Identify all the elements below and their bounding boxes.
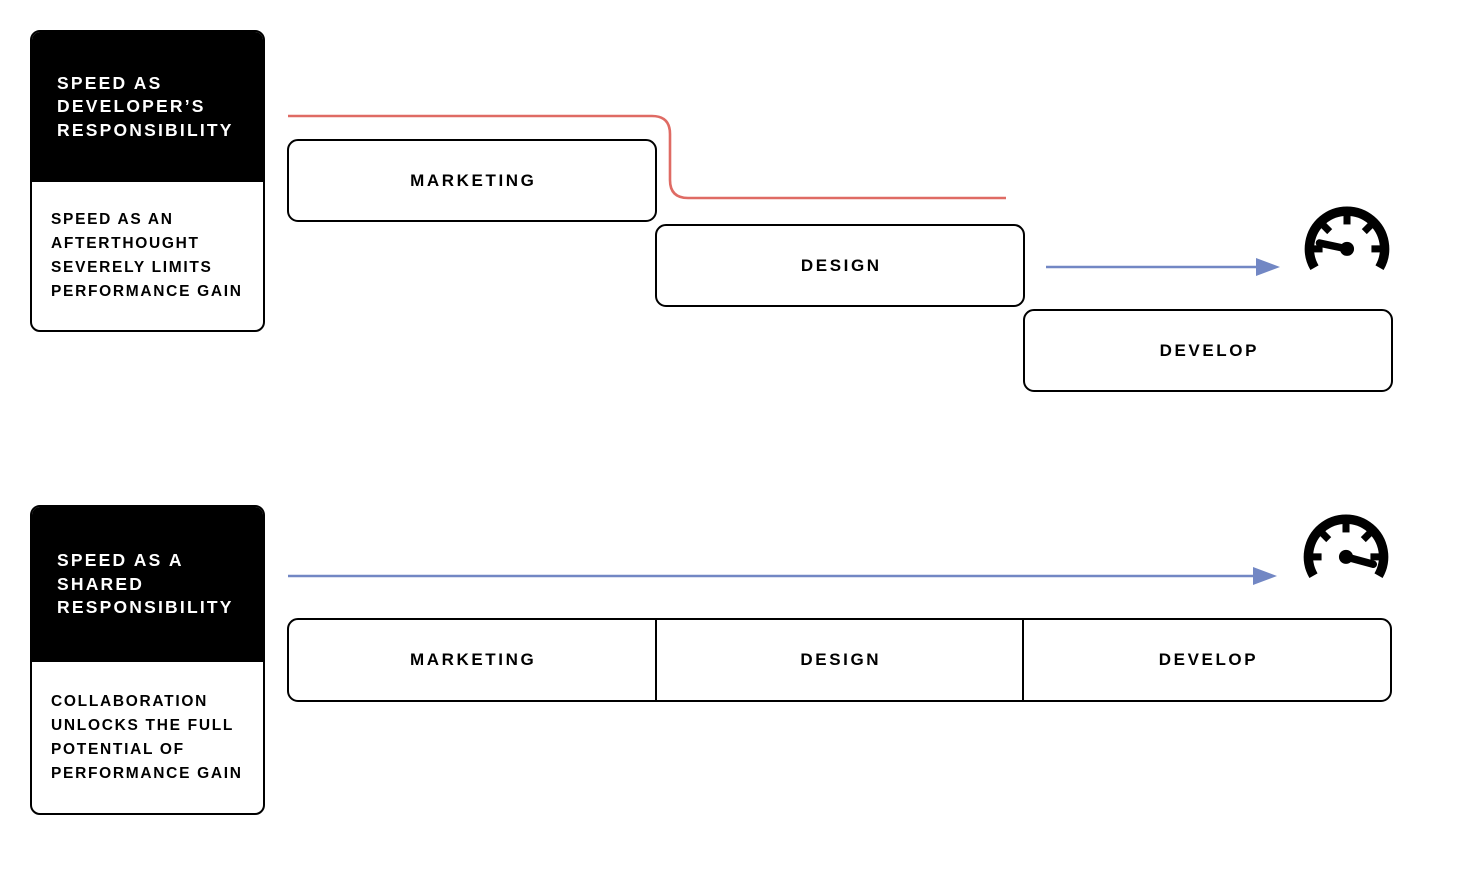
top-arrowhead-icon [1256,258,1280,276]
stage-box-marketing: MARKETING [287,139,657,222]
stage-cell-develop: DEVELOP [1022,620,1390,700]
stage-label: DESIGN [800,650,882,669]
shared-stage-row: MARKETING DESIGN DEVELOP [287,618,1392,702]
stage-box-develop: DEVELOP [1023,309,1393,392]
speedometer-fast-icon [1303,514,1389,579]
bottom-flow-card: SPEED AS A SHARED RESPONSIBILITY COLLABO… [30,505,265,815]
top-flow-card: SPEED AS DEVELOPER’S RESPONSIBILITY SPEE… [30,30,265,332]
stage-cell-design: DESIGN [654,620,1023,700]
bottom-flow-card-title: SPEED AS A SHARED RESPONSIBILITY [32,507,263,662]
stage-label: DESIGN [800,255,882,275]
stage-cell-marketing: MARKETING [289,620,655,700]
stage-label: MARKETING [410,170,537,190]
top-flow-card-title: SPEED AS DEVELOPER’S RESPONSIBILITY [32,32,263,182]
speedometer-slow-icon [1304,206,1390,271]
stage-box-design: DESIGN [655,224,1025,307]
stage-label: DEVELOP [1158,650,1259,669]
bottom-arrowhead-icon [1253,567,1277,585]
stage-label: DEVELOP [1159,340,1260,360]
bottom-flow-card-description: COLLABORATION UNLOCKS THE FULL POTENTIAL… [51,692,243,782]
stage-label: MARKETING [409,650,537,669]
top-flow-card-description: SPEED AS AN AFTERTHOUGHT SEVERELY LIMITS… [51,211,243,300]
